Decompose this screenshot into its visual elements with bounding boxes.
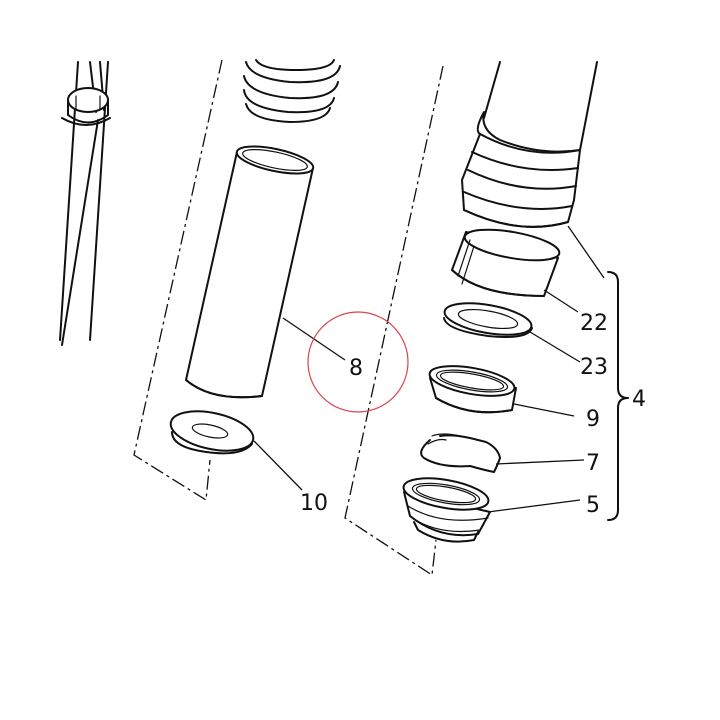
callout-5: 5 [586, 493, 600, 518]
part-10-washer [169, 410, 255, 455]
leader-lines [253, 225, 605, 513]
callout-9: 9 [586, 407, 600, 432]
assembly-bracket [607, 271, 629, 521]
part-5-cap [402, 477, 491, 543]
inner-rod-fragment [59, 61, 111, 346]
part-8-tube [185, 145, 315, 399]
part-23-washer [443, 302, 533, 338]
outer-tube-fragment [461, 61, 598, 228]
dash-dot-guides [133, 59, 444, 577]
callout-8: 8 [349, 356, 363, 381]
highlight-circle [307, 311, 409, 413]
callout-23: 23 [580, 355, 608, 380]
spring-fragment [243, 59, 341, 123]
callout-4: 4 [632, 387, 646, 412]
callout-7: 7 [586, 451, 600, 476]
callout-10: 10 [300, 491, 328, 516]
part-7-circlip [420, 433, 501, 473]
callout-22: 22 [580, 311, 608, 336]
part-9-seal [428, 365, 517, 414]
part-22-bushing [451, 228, 561, 297]
